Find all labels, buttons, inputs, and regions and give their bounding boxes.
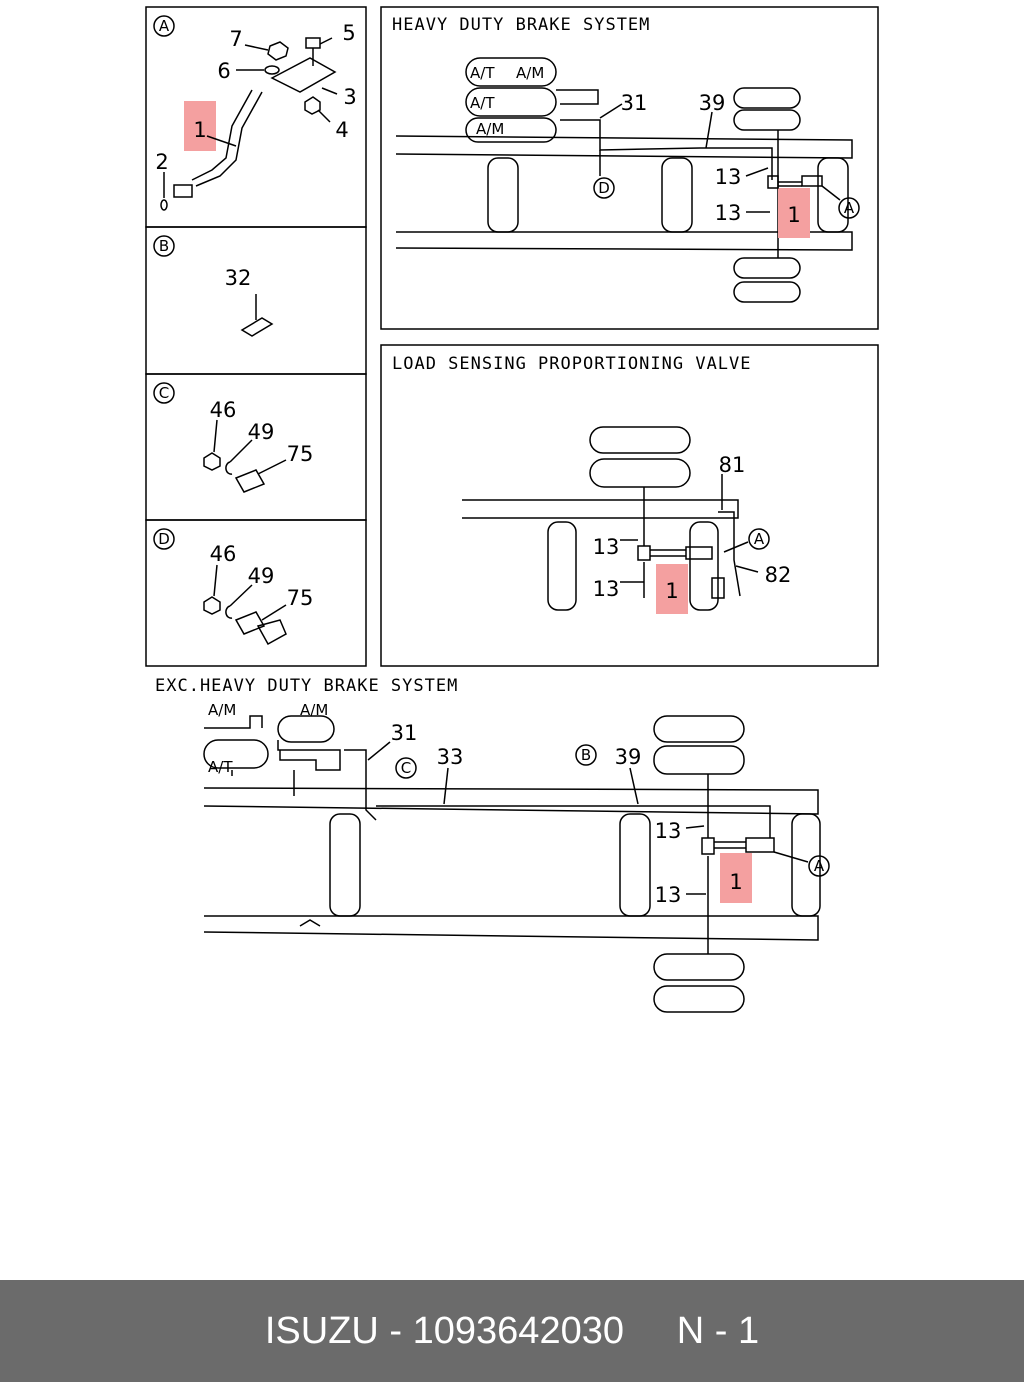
callout-82: 82 bbox=[765, 563, 792, 587]
part-1-highlight bbox=[720, 853, 752, 903]
callout-13: 13 bbox=[593, 535, 620, 559]
badge-d: D bbox=[598, 179, 610, 197]
panel-d-badge: D bbox=[158, 530, 170, 548]
callout-5: 5 bbox=[342, 21, 355, 45]
callout-31: 31 bbox=[621, 91, 648, 115]
footer-page: N - 1 bbox=[676, 1309, 760, 1352]
tank-label-am: A/M bbox=[208, 701, 236, 719]
tank-label-am: A/M bbox=[300, 701, 328, 719]
callout-31: 31 bbox=[391, 721, 418, 745]
footer-part-number: 1093642030 bbox=[412, 1309, 624, 1352]
panel-a bbox=[145, 6, 367, 228]
callout-75: 75 bbox=[287, 442, 314, 466]
parts-diagram: A 7 5 6 3 1 4 2 B 32 C 46 49 75 bbox=[145, 6, 879, 1013]
part-1-highlight bbox=[656, 564, 688, 614]
badge-b: B bbox=[581, 746, 591, 764]
callout-4: 4 bbox=[335, 118, 348, 142]
badge-a: A bbox=[844, 199, 855, 217]
badge-c: C bbox=[401, 759, 411, 777]
callout-33: 33 bbox=[437, 745, 464, 769]
panel-a-badge: A bbox=[159, 17, 170, 35]
callout-49: 49 bbox=[248, 564, 275, 588]
callout-13: 13 bbox=[715, 201, 742, 225]
badge-a: A bbox=[814, 857, 825, 875]
callout-46: 46 bbox=[210, 398, 237, 422]
callout-49: 49 bbox=[248, 420, 275, 444]
footer-brand: ISUZU bbox=[264, 1309, 379, 1352]
callout-32: 32 bbox=[225, 266, 252, 290]
footer-separator: - bbox=[378, 1309, 413, 1352]
callout-75: 75 bbox=[287, 586, 314, 610]
callout-46: 46 bbox=[210, 542, 237, 566]
footer-bar: ISUZU - 1093642030 N - 1 bbox=[0, 1280, 1024, 1382]
callout-1: 1 bbox=[787, 203, 800, 227]
part-1-highlight bbox=[184, 101, 216, 151]
lspv-panel bbox=[380, 344, 879, 667]
panel-c bbox=[145, 373, 367, 521]
tank-label-at: A/T bbox=[470, 94, 495, 112]
callout-1: 1 bbox=[729, 870, 742, 894]
callout-39: 39 bbox=[699, 91, 726, 115]
callout-13: 13 bbox=[655, 819, 682, 843]
heavy-duty-title: HEAVY DUTY BRAKE SYSTEM bbox=[392, 15, 650, 35]
callout-6: 6 bbox=[217, 59, 230, 83]
callout-3: 3 bbox=[343, 85, 356, 109]
callout-13: 13 bbox=[655, 883, 682, 907]
exc-title: EXC.HEAVY DUTY BRAKE SYSTEM bbox=[155, 676, 458, 696]
callout-13: 13 bbox=[715, 165, 742, 189]
tank-label-at: A/T bbox=[470, 64, 495, 82]
panel-d bbox=[145, 519, 367, 667]
callout-7: 7 bbox=[229, 27, 242, 51]
callout-13: 13 bbox=[593, 577, 620, 601]
panel-b-badge: B bbox=[159, 237, 169, 255]
callout-39: 39 bbox=[615, 745, 642, 769]
tank-label-at: A/T bbox=[208, 758, 233, 776]
panel-c-badge: C bbox=[159, 384, 169, 402]
callout-1: 1 bbox=[193, 118, 206, 142]
callout-81: 81 bbox=[719, 453, 746, 477]
lspv-title: LOAD SENSING PROPORTIONING VALVE bbox=[392, 354, 752, 374]
tank-label-am: A/M bbox=[516, 64, 544, 82]
exc-heavy-duty-diagram bbox=[203, 715, 830, 1013]
panel-b bbox=[145, 226, 367, 375]
callout-1: 1 bbox=[665, 579, 678, 603]
footer-gap bbox=[624, 1310, 677, 1353]
part-1-highlight bbox=[778, 188, 810, 238]
tank-label-am: A/M bbox=[476, 120, 504, 138]
heavy-duty-panel bbox=[380, 6, 879, 330]
callout-2: 2 bbox=[155, 150, 168, 174]
badge-a: A bbox=[754, 530, 765, 548]
